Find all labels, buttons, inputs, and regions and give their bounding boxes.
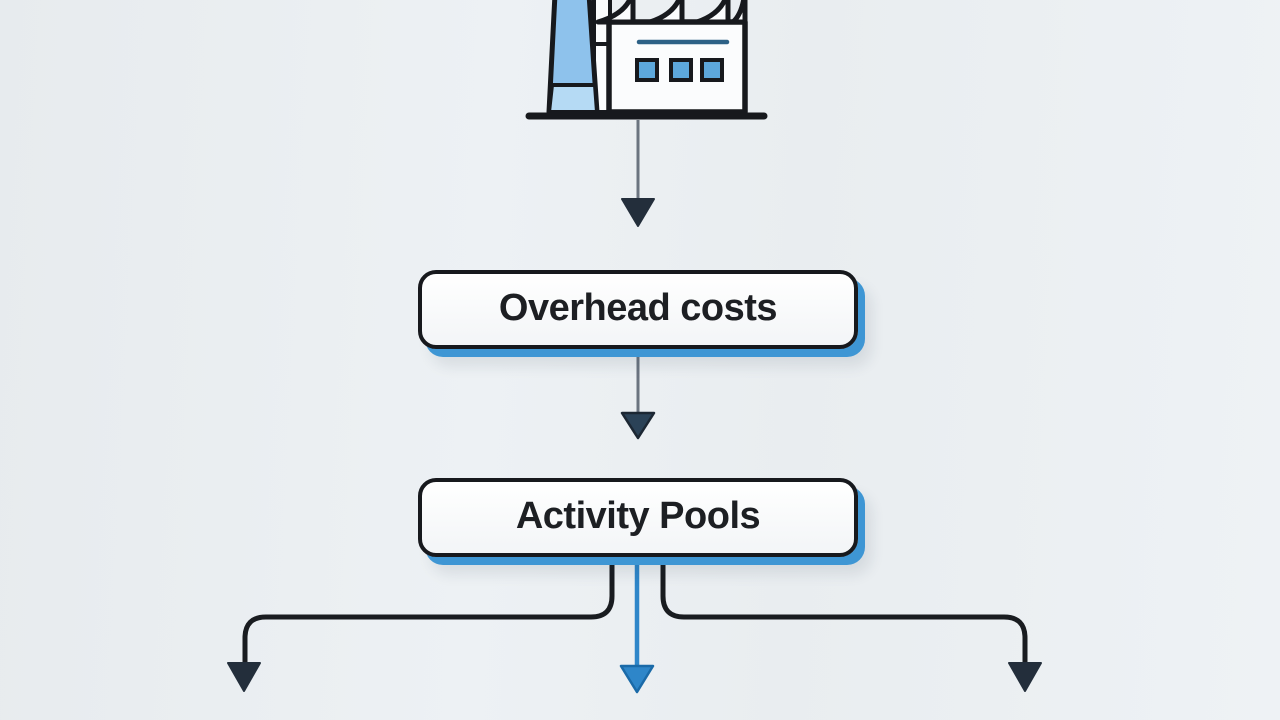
branch-left-arrow [227, 549, 615, 692]
activity-pools-label: Activity Pools [515, 495, 761, 537]
arrow-factory-to-overhead [621, 120, 655, 227]
arrowhead-down-icon [619, 664, 655, 694]
activity-pools-node: Activity Pools [418, 478, 858, 557]
factory-roof-segment [694, 0, 731, 25]
branch-right-elbow [660, 549, 1028, 667]
branch-center-arrow [619, 552, 655, 694]
branch-left-elbow [242, 549, 615, 667]
factory-roof-segment [595, 0, 636, 25]
factory-window [635, 58, 659, 82]
overhead-costs-label: Overhead costs [498, 287, 778, 329]
branch-right-arrow [660, 549, 1042, 692]
factory-window [700, 58, 724, 82]
factory-icon [525, 0, 768, 120]
factory-chimney-band [547, 83, 599, 114]
factory-roof-segment [647, 0, 685, 25]
arrow-overhead-to-activity [620, 352, 656, 440]
factory-window [669, 58, 693, 82]
arrowhead-down-icon [621, 198, 655, 227]
factory-roof-segment [730, 0, 748, 25]
overhead-costs-node: Overhead costs [418, 270, 858, 349]
arrowhead-down-icon [227, 662, 261, 692]
arrowhead-down-icon [620, 411, 656, 440]
arrowhead-down-icon [1008, 662, 1042, 692]
